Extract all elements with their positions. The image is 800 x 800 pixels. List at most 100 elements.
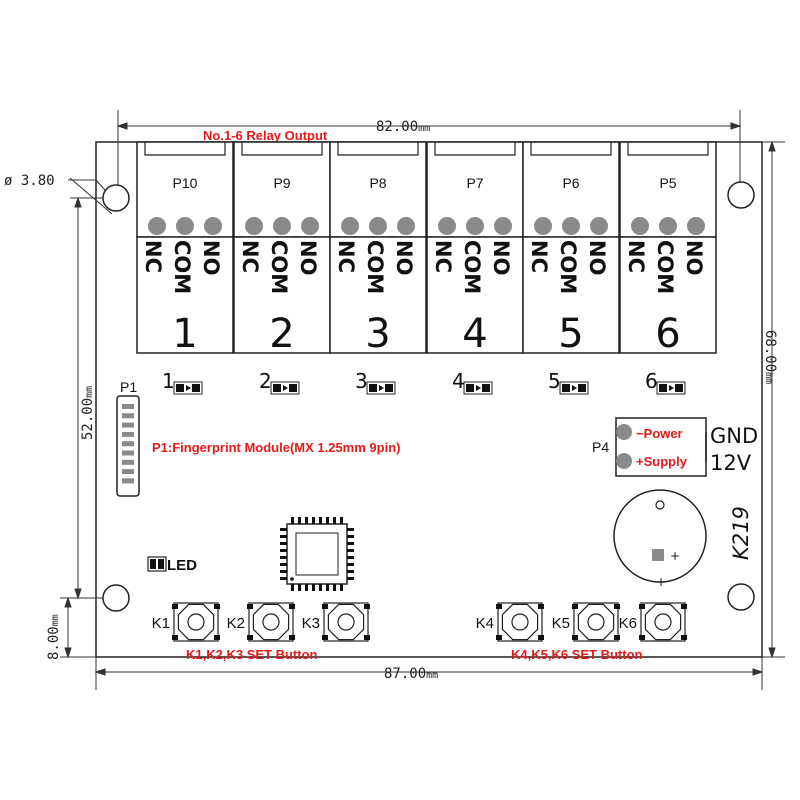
chip-pin <box>326 517 329 524</box>
power-plus-label: +Supply <box>636 454 688 469</box>
led-number: 1 <box>162 369 175 393</box>
hole-diameter-text: ø 3.80 <box>4 173 55 189</box>
button-pad <box>681 604 687 609</box>
led-pad <box>562 384 570 392</box>
led-5: 5 <box>548 369 589 395</box>
relay-port-label: P8 <box>369 175 386 191</box>
chip-pin <box>280 577 287 580</box>
button-pad <box>322 604 328 609</box>
button-k4: K4 <box>476 602 544 642</box>
chip-pin <box>280 535 287 538</box>
led-number: 6 <box>645 369 658 393</box>
model-label: K219 <box>729 506 753 560</box>
relay-pin-no: NO <box>199 240 223 275</box>
relay-pad <box>631 217 649 235</box>
button-pad <box>496 635 502 640</box>
relay-pad <box>659 217 677 235</box>
led-number: 2 <box>259 369 272 393</box>
relay-pin-com: COM <box>363 240 387 294</box>
button-pad <box>364 635 370 640</box>
relay-port-label: P6 <box>562 175 579 191</box>
button-pad <box>639 604 645 609</box>
chip-pin <box>280 563 287 566</box>
led-arrow <box>379 385 384 391</box>
button-k6: K6 <box>619 602 687 642</box>
led-pad <box>273 384 281 392</box>
p1-pin <box>122 431 134 437</box>
relay-pin-nc: NC <box>527 240 551 273</box>
button-plunger <box>587 613 605 631</box>
button-pad <box>681 635 687 640</box>
led-pad <box>578 384 586 392</box>
chip-pin <box>347 542 354 545</box>
height-dimension <box>762 140 785 659</box>
button-pad <box>572 635 578 640</box>
chip-pin <box>280 549 287 552</box>
button-pad <box>639 635 645 640</box>
led-arrow <box>283 385 288 391</box>
relay-latch <box>241 142 323 156</box>
button-label: K4 <box>476 615 494 632</box>
p1-pin <box>122 459 134 465</box>
led-pad <box>289 384 297 392</box>
power-connector <box>615 417 707 477</box>
chip-pin <box>319 584 322 591</box>
relay-pad <box>466 217 484 235</box>
button-plunger <box>187 613 205 631</box>
relay-pin-nc: NC <box>624 240 648 273</box>
button-pad <box>614 635 620 640</box>
relay-pin-nc: NC <box>238 240 262 273</box>
button-plunger <box>654 613 672 631</box>
led-number: 3 <box>355 369 368 393</box>
led-pad <box>482 384 490 392</box>
relay-body <box>136 236 234 354</box>
chip-pin <box>305 584 308 591</box>
button-pad <box>289 635 295 640</box>
p1-pin <box>122 413 134 419</box>
relay-channel-number: 4 <box>462 311 487 357</box>
chip-pin <box>340 584 343 591</box>
chip-pin <box>305 517 308 524</box>
mcu-chip <box>280 517 354 591</box>
mounting-hole-top-right <box>727 181 755 209</box>
led-6: 6 <box>645 369 686 395</box>
button-pad <box>572 604 578 609</box>
relay-pin-com: COM <box>556 240 580 294</box>
led-number: 4 <box>452 369 465 393</box>
relay-body <box>426 236 524 354</box>
v12-label: 12V <box>710 451 752 475</box>
relay-pad <box>148 217 166 235</box>
led-label: LED <box>167 557 197 574</box>
buttons-left-caption: K1,K2,K3 SET Button <box>186 647 318 662</box>
chip-pin <box>280 570 287 573</box>
relay-port-label: P7 <box>466 175 483 191</box>
relay-pad <box>341 217 359 235</box>
button-pad <box>247 604 253 609</box>
relay-pad <box>176 217 194 235</box>
hole-span-dimension-text: 52.00mm <box>80 386 96 440</box>
gnd-label: GND <box>710 424 758 448</box>
relay-body <box>233 236 331 354</box>
power-minus-label: −Power <box>636 426 683 441</box>
p1-label: P1 <box>120 379 137 395</box>
button-pad <box>538 635 544 640</box>
relay-body <box>522 236 620 354</box>
chip-pin <box>347 535 354 538</box>
relay-pin-no: NO <box>392 240 416 275</box>
chip-pin <box>333 517 336 524</box>
width-dimension <box>116 110 742 190</box>
chip-pin <box>347 528 354 531</box>
button-label: K3 <box>302 615 320 632</box>
button-pad <box>538 604 544 609</box>
button-plunger <box>511 613 529 631</box>
button-label: K5 <box>552 615 570 632</box>
relay-pad <box>273 217 291 235</box>
button-label: K1 <box>152 615 170 632</box>
led-pad <box>369 384 377 392</box>
button-k3: K3 <box>302 602 370 642</box>
button-pad <box>614 604 620 609</box>
relay-pad <box>534 217 552 235</box>
chip-pin <box>347 563 354 566</box>
